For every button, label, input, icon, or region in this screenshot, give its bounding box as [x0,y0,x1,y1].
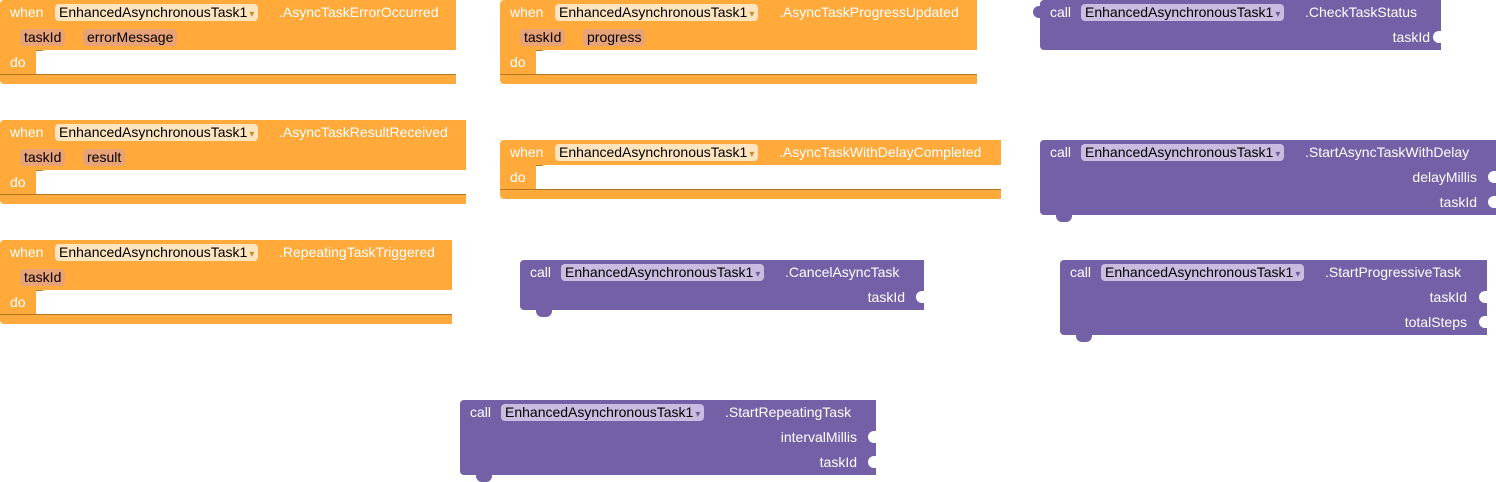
do-statement-slot[interactable] [536,50,977,74]
component-dropdown[interactable]: EnhancedAsynchronousTask1▾ [561,264,765,281]
event-block-repeating-task-triggered[interactable]: when EnhancedAsynchronousTask1▾ .Repeati… [0,240,452,325]
call-keyword: call [530,264,552,280]
method-block-start-progressive-task[interactable]: call EnhancedAsynchronousTask1▾ .StartPr… [1060,260,1487,342]
do-keyword: do [10,174,26,190]
param-task-id[interactable]: taskId [520,29,566,46]
method-name: .StartAsyncTaskWithDelay [1305,144,1470,160]
method-block-start-async-task-with-delay[interactable]: call EnhancedAsynchronousTask1▾ .StartAs… [1040,140,1496,222]
chevron-down-icon: ▾ [249,249,255,260]
arg-socket[interactable] [868,456,876,468]
arg-task-id: taskId [1439,194,1477,210]
chevron-down-icon: ▾ [1275,149,1281,160]
do-statement-slot[interactable] [36,170,466,194]
chevron-down-icon: ▾ [695,409,701,420]
arg-socket[interactable] [916,291,924,303]
arg-total-steps: totalSteps [1404,314,1467,330]
method-name: .CancelAsyncTask [785,264,900,280]
when-keyword: when [10,124,44,140]
chevron-down-icon: ▾ [749,149,755,160]
arg-socket[interactable] [1433,31,1441,43]
chevron-down-icon: ▾ [249,9,255,20]
call-keyword: call [470,404,492,420]
arg-delay-millis: delayMillis [1412,169,1477,185]
chevron-down-icon: ▾ [249,129,255,140]
param-task-id[interactable]: taskId [20,149,66,166]
component-dropdown[interactable]: EnhancedAsynchronousTask1▾ [501,404,705,421]
arg-task-id: taskId [1429,289,1467,305]
event-block-async-task-progress-updated[interactable]: when EnhancedAsynchronousTask1▾ .AsyncTa… [500,0,977,85]
method-block-start-repeating-task[interactable]: call EnhancedAsynchronousTask1▾ .StartRe… [460,400,876,482]
arg-socket[interactable] [1479,291,1487,303]
event-block-async-task-error-occurred[interactable]: when EnhancedAsynchronousTask1▾ .AsyncTa… [0,0,456,85]
event-name: .AsyncTaskWithDelayCompleted [779,144,982,160]
param-result[interactable]: result [83,149,126,166]
do-keyword: do [10,54,26,70]
component-dropdown[interactable]: EnhancedAsynchronousTask1▾ [555,4,759,21]
call-keyword: call [1050,4,1072,20]
arg-socket[interactable] [868,431,876,443]
event-name: .AsyncTaskProgressUpdated [779,4,959,20]
param-task-id[interactable]: taskId [20,269,66,286]
do-keyword: do [510,54,526,70]
param-progress[interactable]: progress [583,29,646,46]
arg-task-id: taskId [819,454,857,470]
call-keyword: call [1070,264,1092,280]
method-name: .CheckTaskStatus [1305,4,1418,20]
arg-task-id: taskId [867,289,905,305]
do-statement-slot[interactable] [36,290,452,314]
component-dropdown[interactable]: EnhancedAsynchronousTask1▾ [1081,144,1285,161]
param-error-message[interactable]: errorMessage [83,29,178,46]
method-block-cancel-async-task[interactable]: call EnhancedAsynchronousTask1▾ .CancelA… [520,260,924,317]
event-block-async-task-with-delay-completed[interactable]: when EnhancedAsynchronousTask1▾ .AsyncTa… [500,140,1001,200]
when-keyword: when [510,4,544,20]
component-dropdown[interactable]: EnhancedAsynchronousTask1▾ [55,244,259,261]
event-block-async-task-result-received[interactable]: when EnhancedAsynchronousTask1▾ .AsyncTa… [0,120,466,205]
when-keyword: when [10,4,44,20]
arg-task-id: taskId [1392,29,1430,45]
when-keyword: when [510,144,544,160]
chevron-down-icon: ▾ [749,9,755,20]
chevron-down-icon: ▾ [1275,9,1281,20]
method-block-check-task-status[interactable]: call EnhancedAsynchronousTask1▾ .CheckTa… [1033,0,1441,50]
when-keyword: when [10,244,44,260]
event-name: .AsyncTaskResultReceived [279,124,448,140]
do-statement-slot[interactable] [536,165,1001,189]
component-dropdown[interactable]: EnhancedAsynchronousTask1▾ [1101,264,1305,281]
component-dropdown[interactable]: EnhancedAsynchronousTask1▾ [55,124,259,141]
do-keyword: do [510,169,526,185]
event-name: .AsyncTaskErrorOccurred [279,4,439,20]
component-dropdown[interactable]: EnhancedAsynchronousTask1▾ [555,144,759,161]
method-name: .StartRepeatingTask [725,404,852,420]
arg-socket[interactable] [1488,171,1496,183]
arg-socket[interactable] [1488,196,1496,208]
chevron-down-icon: ▾ [755,269,761,280]
param-task-id[interactable]: taskId [20,29,66,46]
arg-socket[interactable] [1479,316,1487,328]
do-statement-slot[interactable] [36,50,456,74]
event-params-row [0,25,456,50]
component-dropdown[interactable]: EnhancedAsynchronousTask1▾ [55,4,259,21]
method-name: .StartProgressiveTask [1325,264,1462,280]
call-keyword: call [1050,144,1072,160]
do-keyword: do [10,294,26,310]
chevron-down-icon: ▾ [1295,269,1301,280]
event-name: .RepeatingTaskTriggered [279,244,435,260]
arg-interval-millis: intervalMillis [780,429,857,445]
component-dropdown[interactable]: EnhancedAsynchronousTask1▾ [1081,4,1285,21]
